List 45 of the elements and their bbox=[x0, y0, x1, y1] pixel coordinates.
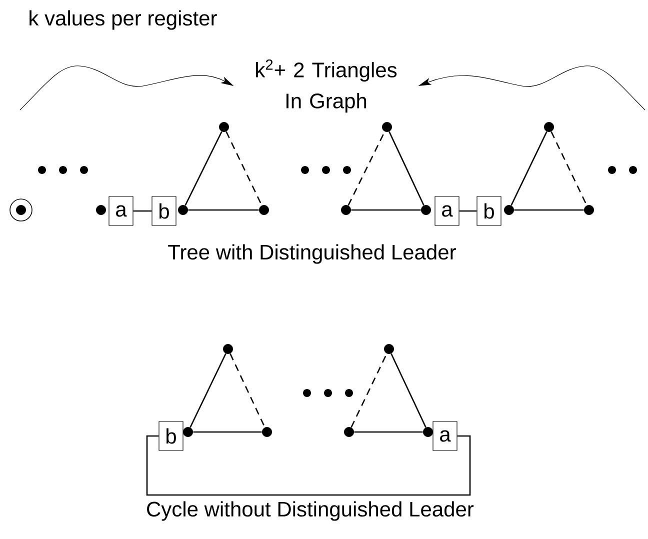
graph-edge bbox=[388, 131, 424, 206]
register-box: b bbox=[476, 196, 502, 226]
register-box: a bbox=[432, 421, 458, 451]
cycle-line bbox=[146, 435, 471, 496]
vertex-dot bbox=[183, 427, 193, 437]
vertex-dot bbox=[178, 205, 188, 215]
graph-edge bbox=[459, 210, 477, 212]
vertex-dot bbox=[219, 122, 229, 132]
graph-edge bbox=[190, 353, 226, 428]
vertex-dot bbox=[423, 427, 433, 437]
caption: Tree with Distinguished Leader bbox=[168, 244, 456, 264]
vertex-dot bbox=[344, 427, 354, 437]
graph-edge bbox=[354, 431, 423, 433]
graph-edge bbox=[184, 131, 222, 206]
register-box: b bbox=[158, 421, 184, 451]
caption: Cycle without Distinguished Leader bbox=[147, 501, 474, 521]
vertex-dot bbox=[504, 205, 514, 215]
register-box: a bbox=[434, 196, 460, 226]
leader-vertex bbox=[10, 198, 32, 222]
graph-edge bbox=[188, 209, 259, 211]
register-box: b bbox=[152, 196, 176, 226]
graph-edge bbox=[351, 209, 421, 211]
graph-edge bbox=[510, 131, 548, 206]
graph-edge bbox=[193, 431, 262, 433]
vertex-dot bbox=[382, 122, 392, 132]
graph-edge bbox=[348, 131, 386, 206]
vertex-dot bbox=[421, 205, 431, 215]
graph-edge bbox=[230, 353, 266, 428]
vertex-dot bbox=[544, 122, 554, 132]
graph-edge bbox=[350, 353, 388, 428]
graph-edge bbox=[133, 210, 152, 212]
vertex-dot bbox=[96, 205, 106, 215]
register-box: a bbox=[108, 196, 134, 226]
graph-edge bbox=[390, 353, 426, 428]
caption: k values per register bbox=[30, 10, 217, 30]
vertex-dot bbox=[341, 205, 351, 215]
vertex-dot bbox=[584, 205, 594, 215]
heading: k$^{2}$+ 2 Triangles In Graph bbox=[256, 59, 397, 113]
graph-edge bbox=[514, 209, 584, 211]
vertex-dot bbox=[223, 344, 233, 354]
graph-edge bbox=[226, 131, 262, 206]
graph-edge bbox=[550, 131, 588, 206]
vertex-dot bbox=[384, 344, 394, 354]
vertex-dot bbox=[259, 205, 269, 215]
vertex-dot bbox=[262, 427, 272, 437]
